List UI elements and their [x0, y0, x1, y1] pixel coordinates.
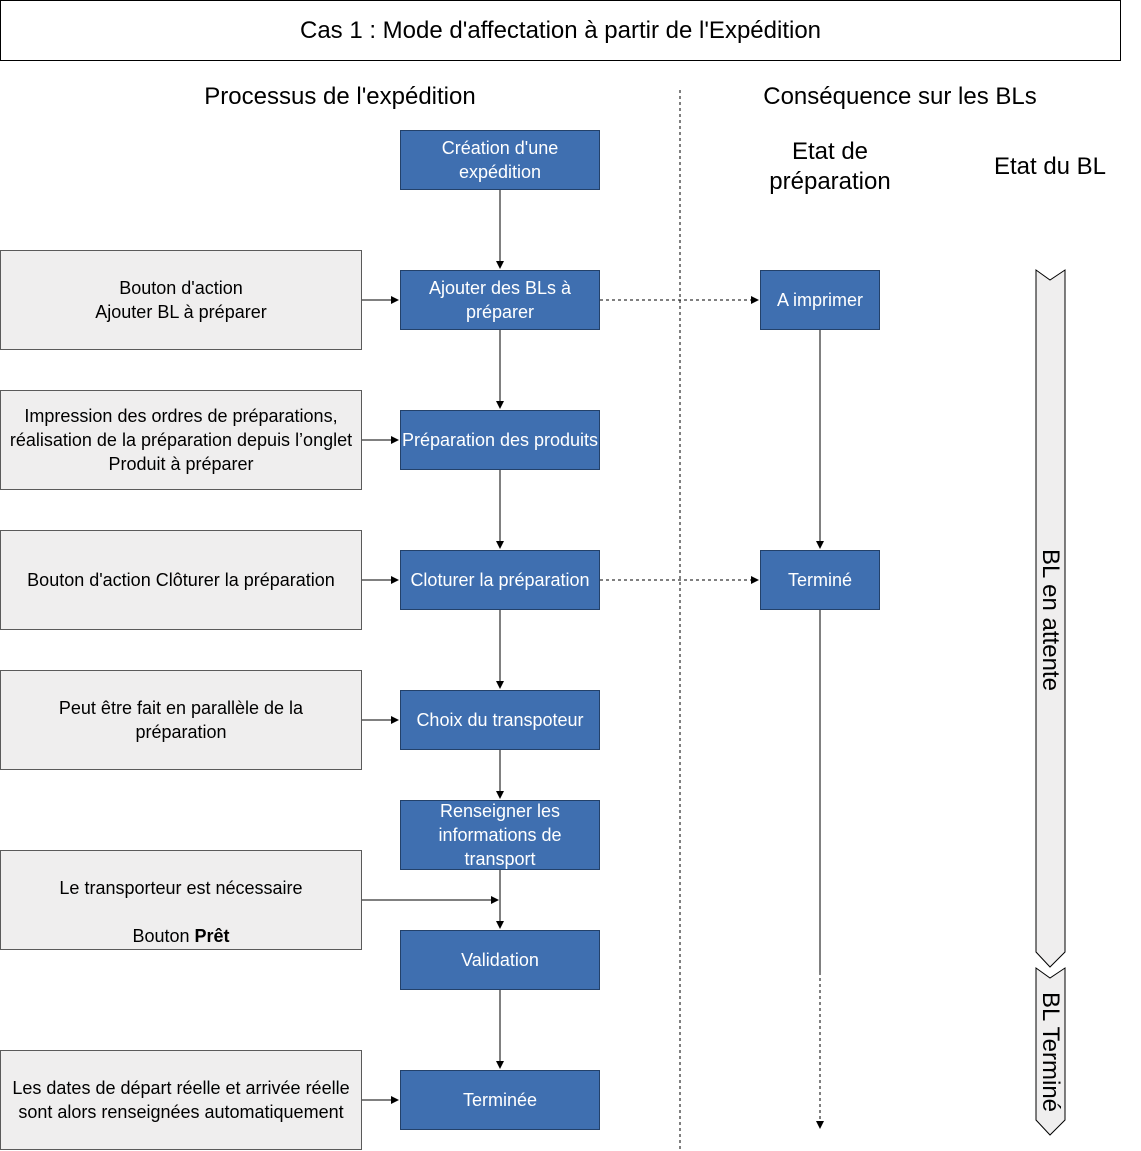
step-close-preparation: Cloturer la préparation — [400, 550, 600, 610]
prep-state-label: Terminé — [787, 570, 853, 590]
note-text: Impression des ordres de préparations, r… — [9, 406, 353, 474]
header-bl-state: Etat du BL — [993, 153, 1107, 180]
bl-done-label: BL Terminé — [1037, 991, 1064, 1113]
note-dates: Les dates de départ réelle et arrivée ré… — [0, 1050, 362, 1150]
note-text: Peut être fait en parallèle de la prépar… — [58, 698, 304, 742]
header-consequence: Conséquence sur les BLs — [763, 83, 1037, 110]
step-label: Création d'une expédition — [441, 138, 559, 182]
step-choose-carrier: Choix du transpoteur — [400, 690, 600, 750]
step-label: Préparation des produits — [401, 430, 599, 450]
prep-state-label: A imprimer — [776, 290, 863, 310]
note-line-1: Le transporteur est nécessaire — [59, 878, 303, 898]
step-validation: Validation — [400, 930, 600, 990]
bl-waiting-band — [1035, 269, 1066, 968]
step-create-shipment: Création d'une expédition — [400, 130, 600, 190]
step-finished: Terminée — [400, 1070, 600, 1130]
step-label: Cloturer la préparation — [410, 570, 590, 590]
note-text: Les dates de départ réelle et arrivée ré… — [12, 1078, 350, 1122]
note-text: Bouton d'action Clôturer la préparation — [27, 570, 335, 590]
step-add-bls: Ajouter des BLs à préparer — [400, 270, 600, 330]
prep-state-to-print: A imprimer — [760, 270, 880, 330]
note-text: Le transporteur est nécessaire Bouton Pr… — [59, 852, 302, 948]
step-prepare-products: Préparation des produits — [400, 410, 600, 470]
step-label: Validation — [461, 950, 539, 970]
ready-button-label: Prêt — [194, 926, 230, 946]
step-label: Renseigner les informations de transport — [438, 801, 562, 869]
diagram-title-text: Cas 1 : Mode d'affectation à partir de l… — [299, 16, 822, 44]
note-carrier-required: Le transporteur est nécessaire Bouton Pr… — [0, 850, 362, 950]
step-label: Ajouter des BLs à préparer — [428, 278, 572, 322]
header-process: Processus de l'expédition — [204, 83, 476, 110]
note-print-orders: Impression des ordres de préparations, r… — [0, 390, 362, 490]
note-text: Bouton d'action Ajouter BL à préparer — [95, 278, 267, 322]
step-transport-info: Renseigner les informations de transport — [400, 800, 600, 870]
bl-waiting-label: BL en attente — [1037, 549, 1064, 691]
step-label: Terminée — [462, 1090, 538, 1110]
note-add-bl: Bouton d'action Ajouter BL à préparer — [0, 250, 362, 350]
bl-done-band — [1035, 967, 1066, 1136]
header-prep-state: Etat de préparation — [769, 138, 891, 195]
note-close-preparation: Bouton d'action Clôturer la préparation — [0, 530, 362, 630]
note-line-2-prefix: Bouton — [132, 926, 195, 946]
diagram-title: Cas 1 : Mode d'affectation à partir de l… — [0, 0, 1121, 61]
note-parallel: Peut être fait en parallèle de la prépar… — [0, 670, 362, 770]
prep-state-done: Terminé — [760, 550, 880, 610]
step-label: Choix du transpoteur — [416, 710, 584, 730]
